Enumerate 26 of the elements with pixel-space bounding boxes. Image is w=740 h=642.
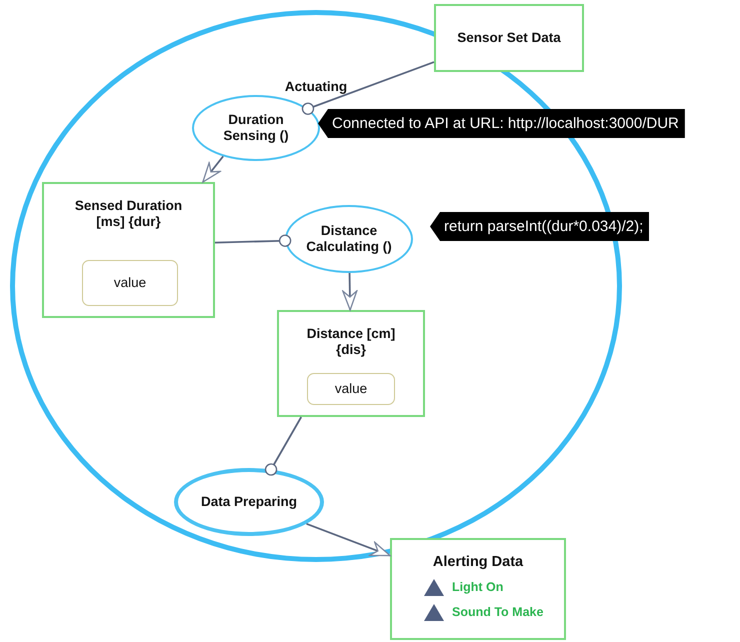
- code-callout: Connected to API at URL: http://localhost:3000/DUR: [318, 109, 685, 138]
- object-name: Alerting Data: [432, 554, 524, 571]
- arrow: [306, 523, 391, 556]
- state-label: Sound To Make: [452, 605, 544, 620]
- process-name: Actuating: [284, 79, 348, 95]
- code-callout: return parseInt((dur*0.034)/2);: [430, 212, 650, 241]
- object-name: Sensor Set Data: [457, 30, 561, 46]
- object-box: [434, 4, 584, 72]
- state-box: [307, 373, 395, 405]
- instrument-link: [302, 61, 434, 115]
- object-box: [42, 182, 215, 318]
- process-name: Data Preparing: [200, 494, 298, 510]
- process-name: Distance Calculating (): [305, 223, 393, 255]
- state-value: value: [334, 381, 368, 397]
- object-box: [277, 310, 425, 417]
- arrow: [202, 156, 224, 183]
- state-box: [82, 260, 178, 306]
- object-box: [390, 538, 566, 640]
- state-value: value: [114, 275, 146, 291]
- process-name: Duration Sensing (): [222, 112, 290, 144]
- object-name: Sensed Duration [ms] {dur}: [74, 198, 184, 230]
- state-label: Light On: [452, 580, 504, 594]
- object-name: Distance [cm] {dis}: [306, 326, 396, 358]
- instrument-link: [264, 416, 302, 476]
- instrument-link: [214, 234, 292, 247]
- arrow: [342, 272, 358, 311]
